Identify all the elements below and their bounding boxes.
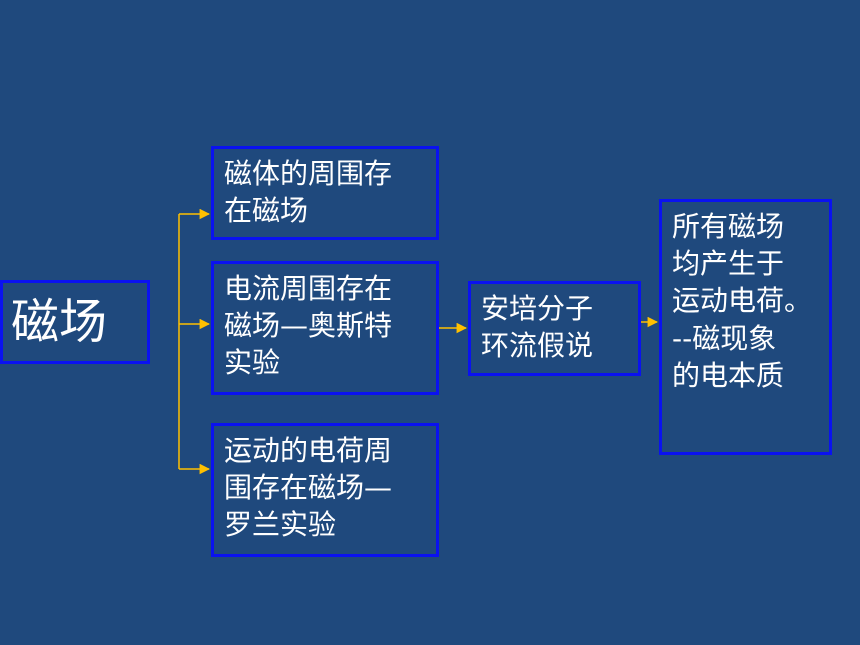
- conclusion-node: 所有磁场 均产生于 运动电荷。 --磁现象 的电本质: [659, 199, 832, 455]
- cause-node-moving-charge-rowland: 运动的电荷周 围存在磁场— 罗兰实验: [211, 423, 439, 557]
- hypothesis-node-ampere: 安培分子 环流假说: [468, 281, 641, 376]
- cause-node-current-oersted: 电流周围存在 磁场—奥斯特 实验: [211, 261, 439, 395]
- root-node-magnetic-field: 磁场: [0, 280, 150, 364]
- cause-node-magnet: 磁体的周围存 在磁场: [211, 146, 439, 240]
